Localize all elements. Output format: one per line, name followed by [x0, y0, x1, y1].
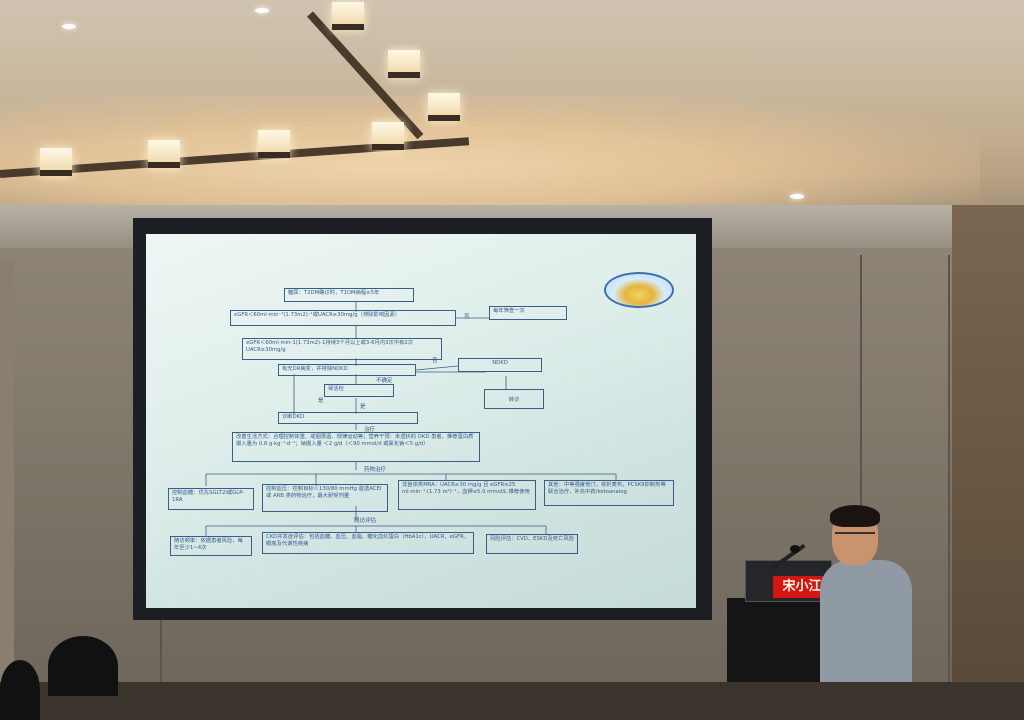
speaker-shirt: [820, 560, 912, 682]
wall-panel-seam: [860, 255, 862, 682]
flow-label-no-2: 否: [432, 358, 438, 364]
audience-head: [0, 660, 40, 720]
flow-glucose-control: 控制血糖：优先SGLT2i或GLP-1RA: [168, 488, 254, 510]
flow-label-drug: 药物治疗: [364, 467, 387, 473]
society-logo: [604, 272, 674, 308]
audience-head: [48, 636, 118, 696]
speaker-hair: [830, 505, 880, 527]
chandelier-lamp: [428, 93, 460, 121]
flow-bp-control: 控制血压：控制目标＜130/80 mmHg 首选ACEI 或 ARB 类药物治疗…: [262, 484, 388, 512]
flow-confirm: eGFR＜60ml·min-1(1.73m2)-1持续3个月以上或3-6月内3次…: [242, 338, 442, 360]
wall-panel-seam: [160, 620, 162, 682]
downlight: [62, 24, 76, 29]
chandelier-lamp: [332, 2, 364, 30]
speaker-nameplate: 宋小江: [773, 576, 831, 598]
flow-diagnosis-dkd: 诊断DKD: [278, 412, 418, 424]
speaker: [820, 505, 915, 682]
flow-label-follow: 随访评估: [354, 518, 377, 524]
flow-follow-frequency: 随访频率：依据患者风险，每年至少1~4次: [170, 536, 252, 556]
flow-dr-check: 有无DR病变，并排除NDKD: [278, 364, 416, 376]
flow-ns-mra: 非甾体类MRA：UACR≥30 mg/g 且 eGFR≥25 ml·min⁻¹·…: [398, 480, 536, 510]
speaker-glasses: [835, 532, 875, 542]
wall-panel-seam: [948, 255, 950, 682]
flow-ndkd: NDKD: [458, 358, 542, 372]
flow-other-therapy: 其他：中等强度他汀，依折麦布，PCSK9抑制剂等联合治疗，补充中药/ketoan…: [544, 480, 674, 506]
flow-label-yes-2: 是: [360, 404, 366, 410]
projection-screen: 糖尿：T2DM确诊时，T1DM病程≥5年 eGFR＜60ml·min⁻¹(1.7…: [146, 234, 696, 608]
ceiling-cove-light: [0, 95, 980, 215]
flow-label-treatment: 治疗: [364, 427, 376, 433]
flow-ckd-assessment: CKD并发症评估：包括血糖、血压、血脂、糖化血红蛋白（HbA1c）、UACR、e…: [262, 532, 474, 554]
flow-label-yes: 是: [318, 398, 324, 404]
flow-label-no: 否: [464, 314, 470, 320]
chandelier-lamp: [40, 148, 72, 176]
slide-flowchart: 糖尿：T2DM确诊时，T1DM病程≥5年 eGFR＜60ml·min⁻¹(1.7…: [146, 234, 696, 608]
microphone-icon: [790, 545, 800, 553]
chandelier-lamp: [258, 130, 290, 158]
flow-annual-screening: 每年筛查一次: [489, 306, 567, 320]
flow-start: 糖尿：T2DM确诊时，T1DM病程≥5年: [284, 288, 414, 302]
flow-label-uncertain: 不确定: [376, 378, 393, 384]
wood-wall-panel: [952, 205, 1024, 682]
downlight: [255, 8, 269, 13]
curtain: [0, 260, 14, 682]
flow-biopsy: 肾活检: [324, 384, 394, 397]
chandelier-lamp: [148, 140, 180, 168]
flow-risk-assessment: 风险评估：CVD、ESKD及死亡风险: [486, 534, 578, 554]
downlight: [790, 194, 804, 199]
chandelier-lamp: [372, 122, 404, 150]
flow-screen-check: eGFR＜60ml·min⁻¹(1.73m2)⁻¹或UACR≥30mg/g（排除…: [230, 310, 456, 326]
chandelier-lamp: [388, 50, 420, 78]
flow-transfer: 转诊: [484, 389, 544, 409]
flow-lifestyle: 改善生活方式：合理控制体重、戒烟限酒、规律运动等；营养干预：未透析的 DKD 患…: [232, 432, 480, 462]
